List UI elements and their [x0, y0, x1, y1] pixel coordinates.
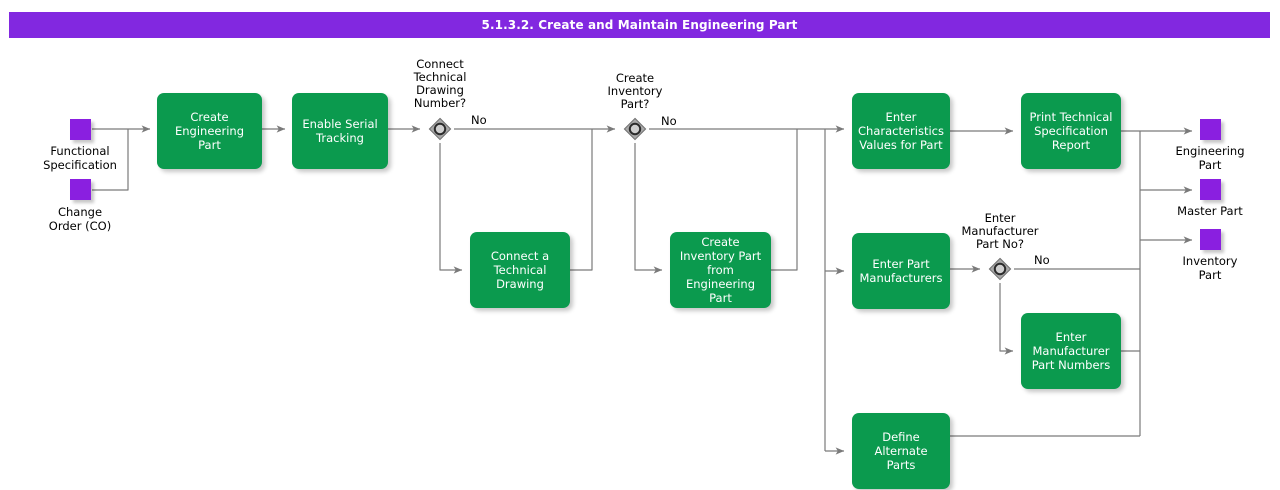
task-label: Create Inventory Part from Engineering P… [679, 235, 762, 305]
task-label: Enter Part Manufacturers [859, 257, 943, 285]
data-object-engineering-part[interactable] [1200, 119, 1221, 140]
task-label: Define Alternate Parts [874, 430, 928, 472]
gateway-label-create-inventory-part: Create Inventory Part? [607, 71, 663, 111]
edge-label-no-connect-technical-drawing: No [471, 113, 487, 127]
data-object-inventory-part[interactable] [1200, 229, 1221, 250]
label-inventory-part: Inventory Part [1182, 254, 1238, 282]
data-object-change-order[interactable] [70, 179, 91, 200]
task-create-engineering-part[interactable]: Create Engineering Part [157, 93, 262, 169]
label-functional-specification: Functional Specification [43, 144, 117, 172]
gateway-connect-technical-drawing-number[interactable] [427, 116, 453, 142]
task-define-alternate-parts[interactable]: Define Alternate Parts [852, 413, 950, 489]
task-connect-a-technical-drawing[interactable]: Connect a Technical Drawing [470, 232, 570, 308]
task-enter-manufacturer-part-numbers[interactable]: Enter Manufacturer Part Numbers [1021, 313, 1121, 389]
task-label: Connect a Technical Drawing [490, 249, 550, 291]
label-master-part: Master Part [1177, 204, 1243, 218]
gateway-create-inventory-part[interactable] [622, 116, 648, 142]
task-label: Enable Serial Tracking [302, 117, 378, 145]
task-label: Create Engineering Part [175, 110, 244, 152]
task-enter-part-manufacturers[interactable]: Enter Part Manufacturers [852, 233, 950, 309]
page-title: 5.1.3.2. Create and Maintain Engineering… [481, 18, 798, 32]
label-engineering-part: Engineering Part [1175, 144, 1245, 172]
data-object-functional-specification[interactable] [70, 119, 91, 140]
connector-paths [92, 125, 1193, 455]
task-create-inventory-part-from-engineering-part[interactable]: Create Inventory Part from Engineering P… [670, 232, 771, 308]
task-label: Print Technical Specification Report [1029, 110, 1113, 152]
task-print-technical-specification-report[interactable]: Print Technical Specification Report [1021, 93, 1121, 169]
data-object-master-part[interactable] [1200, 179, 1221, 200]
gateway-label-enter-manufacturer-part-no: Enter Manufacturer Part No? [961, 211, 1039, 251]
task-enable-serial-tracking[interactable]: Enable Serial Tracking [292, 93, 388, 169]
page-title-bar: 5.1.3.2. Create and Maintain Engineering… [9, 12, 1270, 38]
task-label: Enter Characteristics Values for Part [858, 110, 944, 152]
gateway-enter-manufacturer-part-no[interactable] [987, 256, 1013, 282]
edge-label-no-manufacturer-part-no: No [1034, 253, 1050, 267]
label-change-order: Change Order (CO) [48, 205, 112, 233]
task-label: Enter Manufacturer Part Numbers [1031, 330, 1111, 372]
edge-label-no-create-inventory-part: No [661, 114, 677, 128]
gateway-label-connect-technical-drawing-number: Connect Technical Drawing Number? [413, 57, 467, 110]
task-enter-characteristics-values-for-part[interactable]: Enter Characteristics Values for Part [852, 93, 950, 169]
